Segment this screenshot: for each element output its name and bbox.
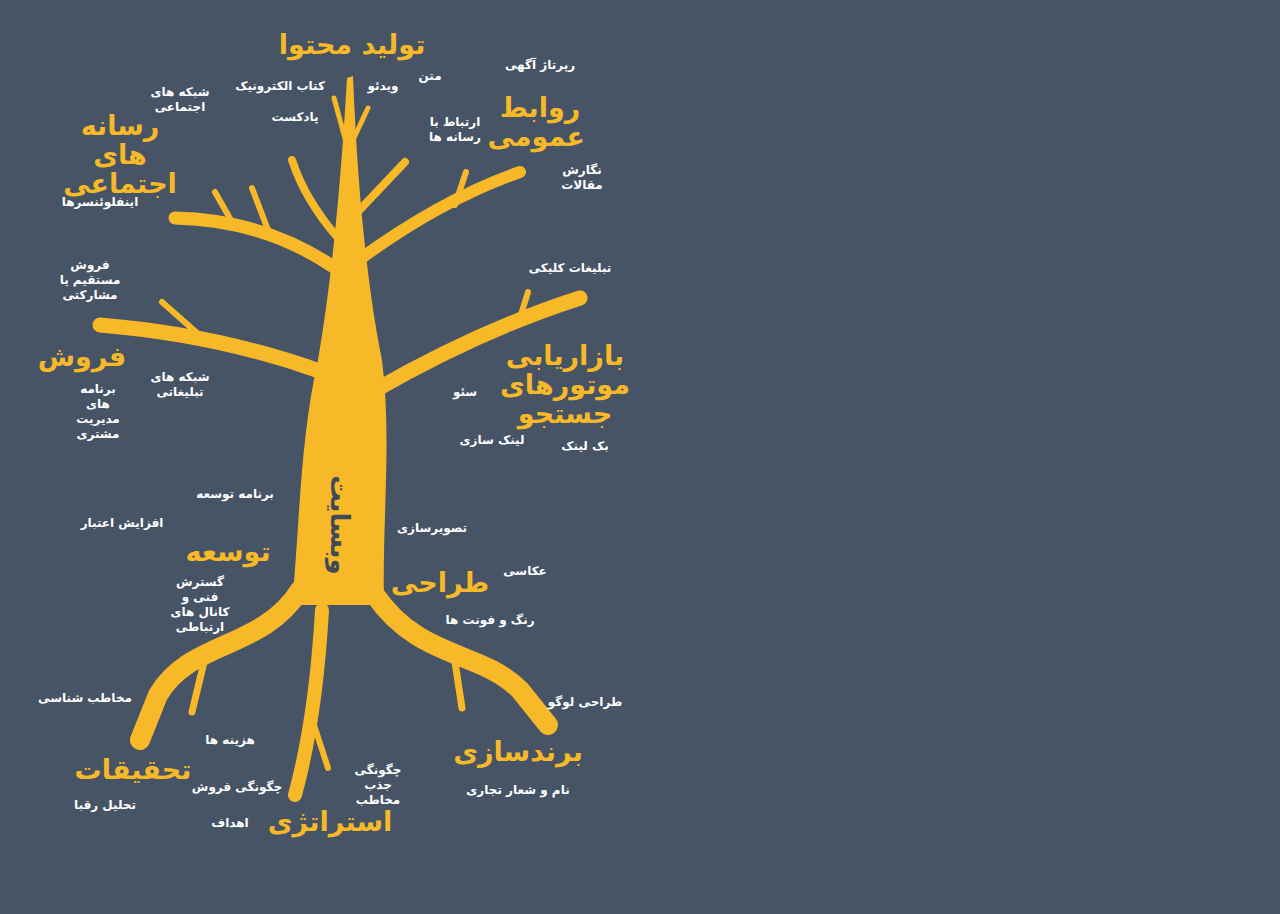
leaf-label: عکاسی	[503, 564, 547, 579]
leaf-label: اینفلوئنسرها	[62, 195, 138, 210]
leaf-label: ویدئو	[368, 79, 399, 94]
root-label: مخاطب شناسی	[38, 691, 132, 706]
root-heading: تحقیقات	[75, 755, 192, 784]
branch-heading: بازاریابی موتورهای جستجو	[495, 341, 635, 428]
tree-branch	[100, 325, 322, 372]
tree-twig	[215, 192, 232, 222]
root-heading: استراتژی	[268, 807, 393, 836]
leaf-label: متن	[418, 69, 441, 84]
branch-heading: طراحی	[391, 568, 489, 597]
leaf-label: برنامه توسعه	[196, 487, 274, 502]
tree-twig	[455, 172, 466, 205]
root-label: تحلیل رقبا	[74, 798, 136, 813]
root-label: طراحی لوگو	[548, 695, 622, 710]
leaf-label: ارتباط با رسانه ها	[423, 115, 488, 145]
root-label: چگونگی فروش	[192, 780, 282, 795]
leaf-label: گسترش فنی و کانال های ارتباطی	[165, 575, 235, 635]
leaf-label: رپرتاژ آگهی	[505, 58, 575, 73]
tree-twig	[252, 188, 268, 230]
leaf-label: پادکست	[271, 110, 318, 125]
branch-heading: رسانه های اجتماعی	[50, 111, 190, 198]
leaf-label: افزایش اعتبار	[81, 516, 164, 531]
tree-root	[375, 595, 548, 725]
leaf-label: سئو	[453, 385, 477, 400]
tree-branch	[292, 160, 338, 238]
root-heading: برندسازی	[453, 737, 583, 766]
tree-twig	[455, 662, 462, 708]
leaf-label: کتاب الکترونیک	[235, 79, 325, 94]
trunk-label: وبسایت	[326, 475, 355, 574]
tree-twig	[192, 658, 205, 712]
root-label: چگونگی جذب مخاطب	[351, 763, 406, 808]
root-label: اهداف	[211, 816, 248, 831]
tree-twig	[520, 292, 528, 318]
leaf-label: تبلیغات کلیکی	[529, 261, 612, 276]
branch-heading: تولید محتوا	[279, 30, 426, 59]
tree-twig	[162, 302, 205, 340]
leaf-label: نگارش مقالات	[557, 163, 607, 193]
root-label: هزینه ها	[205, 733, 254, 748]
leaf-label: رنگ و فونت ها	[445, 613, 534, 628]
leaf-label: شبکه های تبلیغاتی	[150, 370, 210, 400]
leaf-label: لینک سازی	[460, 433, 525, 448]
leaf-label: بک لینک	[561, 439, 609, 454]
leaf-label: تصویرسازی	[397, 521, 467, 536]
root-label: نام و شعار تجاری	[466, 783, 569, 798]
tree-branch	[175, 218, 335, 268]
leaf-label: فروش مستقیم یا مشارکتی	[45, 258, 135, 303]
tree-twig	[313, 722, 328, 768]
leaf-label: برنامه های مدیریت مشتری	[68, 382, 128, 442]
branch-heading: توسعه	[185, 537, 270, 566]
branch-heading: روابط عمومی	[495, 93, 585, 151]
tree-root	[295, 610, 322, 795]
tree-trunk	[292, 76, 387, 605]
branch-heading: فروش	[38, 342, 127, 371]
